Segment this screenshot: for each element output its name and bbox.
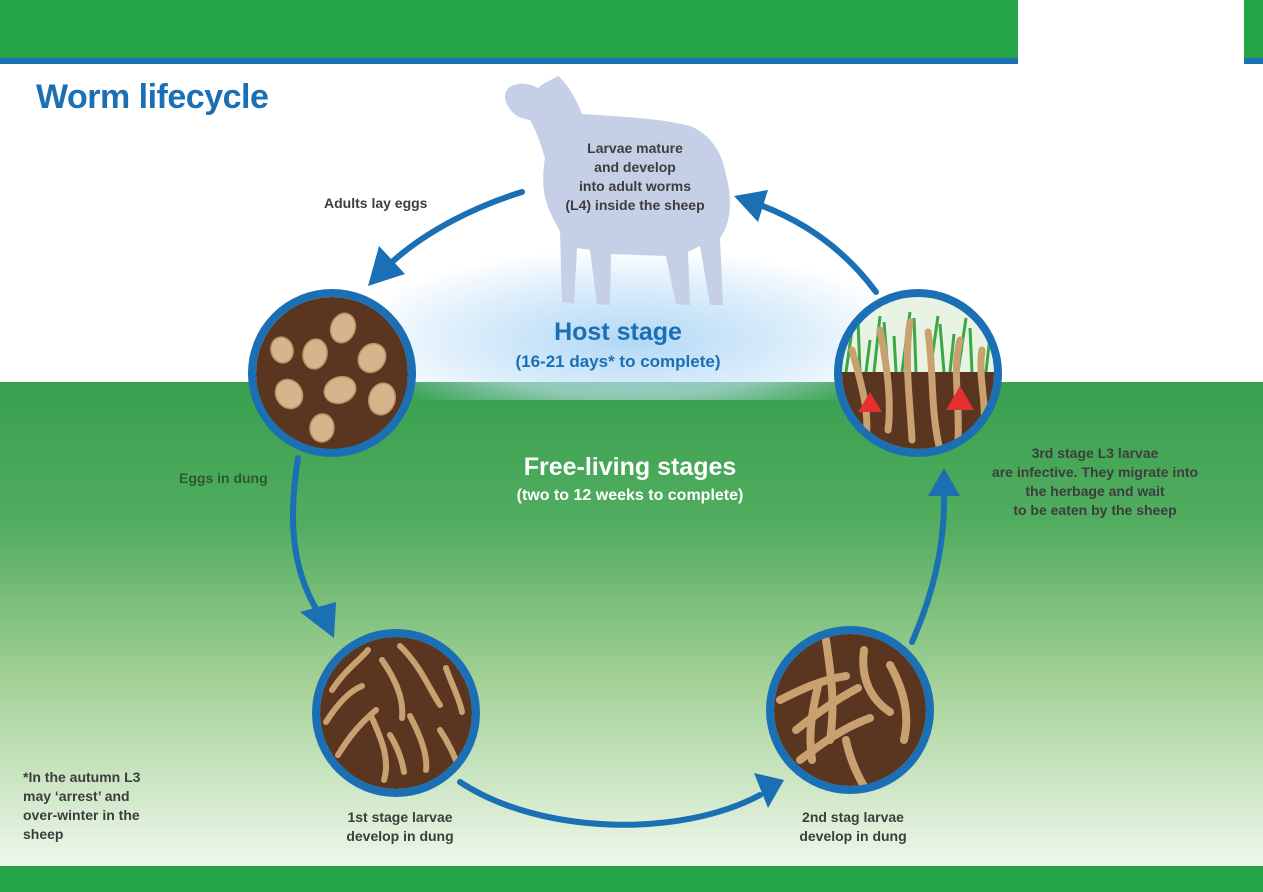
caption-line: (L4) inside the sheep xyxy=(565,197,705,213)
caption-line: Larvae mature xyxy=(587,140,683,156)
caption-line: and develop xyxy=(594,159,676,175)
arrow-l1-to-l2 xyxy=(457,779,763,828)
sheep-stage-caption: Larvae mature and develop into adult wor… xyxy=(540,139,730,215)
caption-line: are infective. They migrate into xyxy=(991,464,1199,480)
host-stage-glow xyxy=(350,250,910,400)
arrowhead-sheep xyxy=(734,190,768,222)
top-blue-rule xyxy=(0,58,1263,64)
l1-larvae-circle-icon xyxy=(312,629,480,797)
l2-larvae-circle-icon xyxy=(766,626,934,794)
arrowhead-eggs xyxy=(368,246,405,286)
top-right-blank xyxy=(1018,0,1244,66)
eggs-caption: Eggs in dung xyxy=(179,469,268,488)
arrow-adults-to-eggs xyxy=(389,189,525,265)
arrowhead-l1 xyxy=(300,602,336,638)
arrow-eggs-to-l1 xyxy=(289,455,321,615)
page-title: Worm lifecycle xyxy=(36,78,269,116)
arrowheads xyxy=(300,190,960,808)
marker-triangle-left xyxy=(858,392,882,412)
caption-line: 3rd stage L3 larvae xyxy=(1031,445,1159,461)
host-stage-duration: (16-21 days* to complete) xyxy=(515,352,721,371)
free-living-title: Free-living stages xyxy=(523,453,737,481)
caption-line: Eggs in dung xyxy=(179,470,268,486)
host-stage-title: Host stage xyxy=(554,318,682,346)
footnote-line: sheep xyxy=(23,826,64,842)
caption-line: develop in dung xyxy=(346,828,454,844)
marker-triangle-right xyxy=(946,386,974,410)
adults-caption: Adults lay eggs xyxy=(324,194,427,213)
footnote: *In the autumn L3 may ‘arrest’ and over-… xyxy=(23,768,140,844)
caption-line: 1st stage larvae xyxy=(347,809,453,825)
caption-line: 2nd stag larvae xyxy=(802,809,904,825)
arrow-l3-to-sheep xyxy=(757,202,879,295)
footnote-line: over-winter in the xyxy=(23,807,140,823)
caption-line: to be eaten by the sheep xyxy=(1013,502,1177,518)
pasture-background xyxy=(0,382,1263,866)
bottom-green-band xyxy=(0,866,1263,892)
l2-caption: 2nd stag larvae develop in dung xyxy=(778,808,928,846)
l3-caption: 3rd stage L3 larvae are infective. They … xyxy=(965,444,1225,520)
eggs-circle-icon xyxy=(248,289,416,457)
cycle-arrows xyxy=(289,189,948,828)
arrow-l2-to-l3 xyxy=(909,491,948,645)
sheep-silhouette-icon xyxy=(504,76,730,305)
caption-line: Adults lay eggs xyxy=(324,195,428,211)
l3-herbage-circle-icon xyxy=(834,289,1002,457)
free-living-duration: (two to 12 weeks to complete) xyxy=(516,487,744,504)
arrowhead-l2 xyxy=(754,773,784,808)
footnote-line: may ‘arrest’ and xyxy=(23,788,130,804)
l1-caption: 1st stage larvae develop in dung xyxy=(320,808,480,846)
arrowhead-l3 xyxy=(928,468,960,496)
caption-line: the herbage and wait xyxy=(1025,483,1165,499)
caption-line: into adult worms xyxy=(579,178,691,194)
footnote-line: *In the autumn L3 xyxy=(23,769,141,785)
caption-line: develop in dung xyxy=(799,828,907,844)
